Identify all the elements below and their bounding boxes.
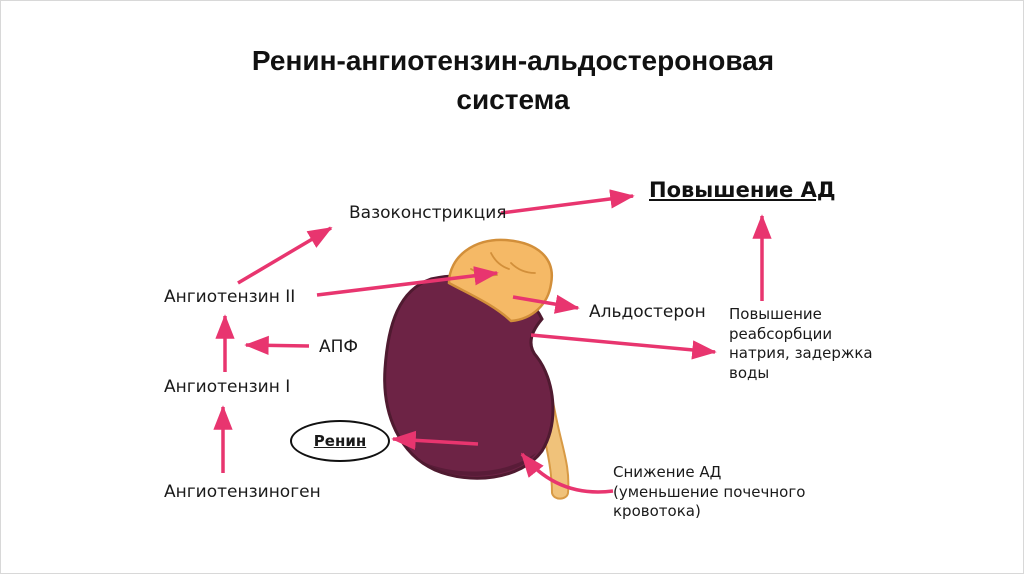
kidney-illustration: [383, 238, 570, 500]
label-vasoconstriction: Вазоконстрикция: [349, 203, 507, 223]
arrow-ace-to-conversion: [244, 335, 310, 355]
label-angiotensin2: Ангиотензин II: [164, 287, 296, 307]
arrow-bp-decrease-to-kidney: [520, 452, 614, 494]
renin-node: Ренин: [290, 420, 390, 462]
arrow-angiotensin2-to-vasoconstriction: [237, 226, 333, 285]
label-renin: Ренин: [313, 432, 367, 450]
arrow-angiotensin2-to-adrenal: [316, 266, 499, 297]
arrows: [213, 189, 772, 494]
page-title: Ренин-ангиотензин-альдостероновая систем…: [251, 45, 775, 116]
label-bp-increase: Повышение АД: [649, 178, 836, 202]
arrow-kidney-to-reabsorption: [530, 333, 717, 360]
label-ace: АПФ: [319, 337, 359, 357]
arrow-vasoconstriction-to-bp-increase: [500, 189, 635, 215]
arrow-adrenal-to-aldosterone: [512, 294, 580, 314]
label-angiotensin1: Ангиотензин I: [164, 377, 291, 397]
label-aldosterone: Альдостерон: [589, 302, 706, 322]
label-reabsorption: Повышение реабсорбции натрия, задержка в…: [729, 305, 873, 382]
kidney-shading: [421, 453, 536, 476]
label-angiotensinogen: Ангиотензиноген: [164, 482, 321, 502]
arrow-kidney-to-renin: [391, 430, 479, 450]
label-bp-decrease: Снижение АД (уменьшение почечного кровот…: [613, 463, 806, 520]
